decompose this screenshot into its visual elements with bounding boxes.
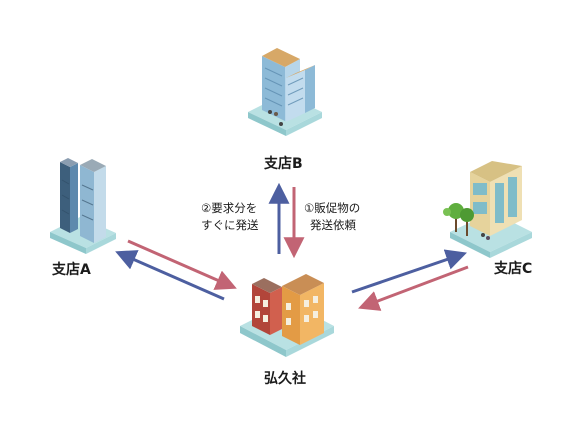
arrow-hq-to-a <box>115 250 225 301</box>
note-promo-line1: ①販促物の <box>304 201 361 215</box>
label-hq: 弘久社 <box>264 371 306 387</box>
note-request: ②要求分を すぐに発送 <box>201 200 259 234</box>
label-branch-b: 支店B <box>264 156 303 172</box>
note-request-line2: すぐに発送 <box>201 218 259 232</box>
note-promo: ①販促物の 発送依頼 <box>304 200 360 234</box>
label-branch-a: 支店A <box>52 262 91 278</box>
arrow-c-to-hq <box>358 265 469 311</box>
hq-building <box>240 274 334 357</box>
branch-a-building <box>50 158 116 254</box>
note-request-line1: ②要求分を <box>201 201 258 215</box>
branch-b-building <box>248 48 322 136</box>
label-branch-c: 支店C <box>494 261 533 277</box>
arrow-hq-to-c <box>351 249 467 294</box>
arrow-a-to-hq <box>127 239 237 290</box>
branch-c-building <box>443 161 532 258</box>
note-promo-line2: 発送依頼 <box>310 218 356 232</box>
